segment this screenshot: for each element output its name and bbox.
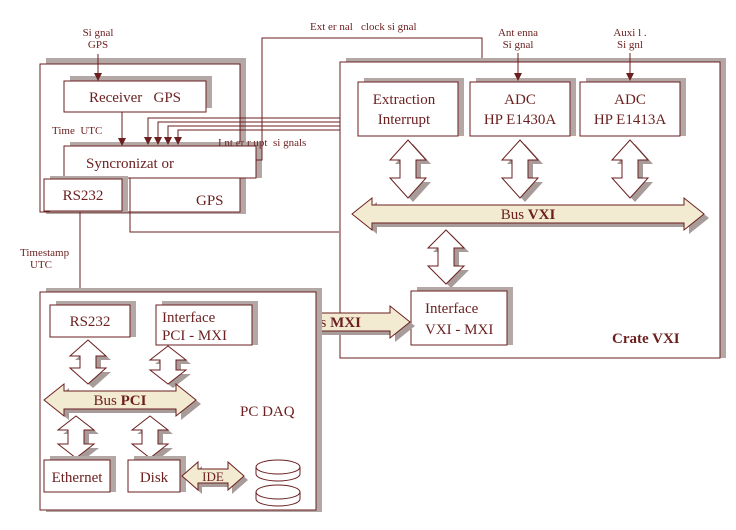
sync-crate-line xyxy=(129,178,339,233)
timestamp-label-2: UTC xyxy=(30,259,52,271)
crate-vxi-label: Crate VXI xyxy=(612,331,680,347)
external-clock-line xyxy=(256,37,486,161)
extraction-label-2: Interrupt xyxy=(378,112,431,128)
interface-vxi-label-2: VXI - MXI xyxy=(425,322,493,338)
ide-arrow: IDE xyxy=(181,460,248,494)
disk-platters-icon xyxy=(255,459,301,507)
extraction-interrupt-box: Extraction Interrupt xyxy=(357,78,464,137)
bus-vxi-label: Bus VXI xyxy=(501,207,556,223)
interface-pci-mxi-box: Interface PCI - MXI xyxy=(155,301,258,346)
disk-label: Disk xyxy=(140,470,169,486)
extraction-label-1: Extraction xyxy=(373,92,436,108)
signal-gps-label-1: Si gnal xyxy=(83,27,114,39)
interface-pci-arrow xyxy=(148,345,191,388)
vxi-interface-arrow xyxy=(426,229,469,288)
ide-label: IDE xyxy=(202,469,224,484)
pc-daq-label: PC DAQ xyxy=(240,404,295,420)
synchronizator-box: Syncronizat or xyxy=(63,142,262,179)
time-utc-label: Time UTC xyxy=(52,125,102,137)
adc1-bus-arrow xyxy=(500,139,543,202)
extraction-bus-arrow xyxy=(388,139,431,202)
pci-ethernet-arrow xyxy=(56,415,99,462)
pc-rs232-label: RS232 xyxy=(70,314,111,330)
adc-e1413a-box: ADC HP E1413A xyxy=(579,78,686,137)
bus-vxi: Bus VXI xyxy=(351,196,709,234)
external-clock-label: Ext er nal clock si gnal xyxy=(310,21,417,33)
adc2-bus-arrow xyxy=(610,139,653,202)
pc-rs232-box: RS232 xyxy=(49,301,136,338)
antenna-label-2: Si gnal xyxy=(503,39,534,51)
antenna-label-1: Ant enna xyxy=(498,27,538,39)
interrupt-signal-lines xyxy=(144,117,358,145)
adc2-label-1: ADC xyxy=(614,92,646,108)
ethernet-box: Ethernet xyxy=(43,456,116,493)
receiver-gps-label: Receiver GPS xyxy=(89,90,181,106)
disk-box: Disk xyxy=(127,456,186,493)
interface-pci-label-1: Interface xyxy=(162,310,216,326)
signal-gps-label-2: GPS xyxy=(88,39,108,51)
interface-vxi-label-1: Interface xyxy=(425,301,479,317)
bus-pci-label: Bus PCI xyxy=(94,393,147,409)
adc-e1430a-box: ADC HP E1430A xyxy=(469,78,576,137)
auxil-label-2: Si gnl xyxy=(617,39,643,51)
interface-pci-label-2: PCI - MXI xyxy=(162,328,227,344)
auxil-label-1: Auxi l . xyxy=(613,27,647,39)
bus-pci: Bus PCI xyxy=(43,382,201,420)
gps-rs232-label: RS232 xyxy=(63,188,104,204)
synchronizator-label: Syncronizat or xyxy=(86,156,174,172)
gps-block-label: GPS xyxy=(196,193,224,209)
timestamp-label-1: Timestamp xyxy=(20,247,70,259)
adc1-label-1: ADC xyxy=(504,92,536,108)
rs232-pci-arrow xyxy=(68,339,111,388)
gps-rs232-box: RS232 xyxy=(43,176,128,212)
interface-vxi-mxi-box: Interface VXI - MXI xyxy=(410,287,513,346)
ethernet-label: Ethernet xyxy=(52,470,104,486)
receiver-gps-box: Receiver GPS xyxy=(63,76,212,113)
adc2-label-2: HP E1413A xyxy=(594,112,667,128)
adc1-label-2: HP E1430A xyxy=(484,112,557,128)
